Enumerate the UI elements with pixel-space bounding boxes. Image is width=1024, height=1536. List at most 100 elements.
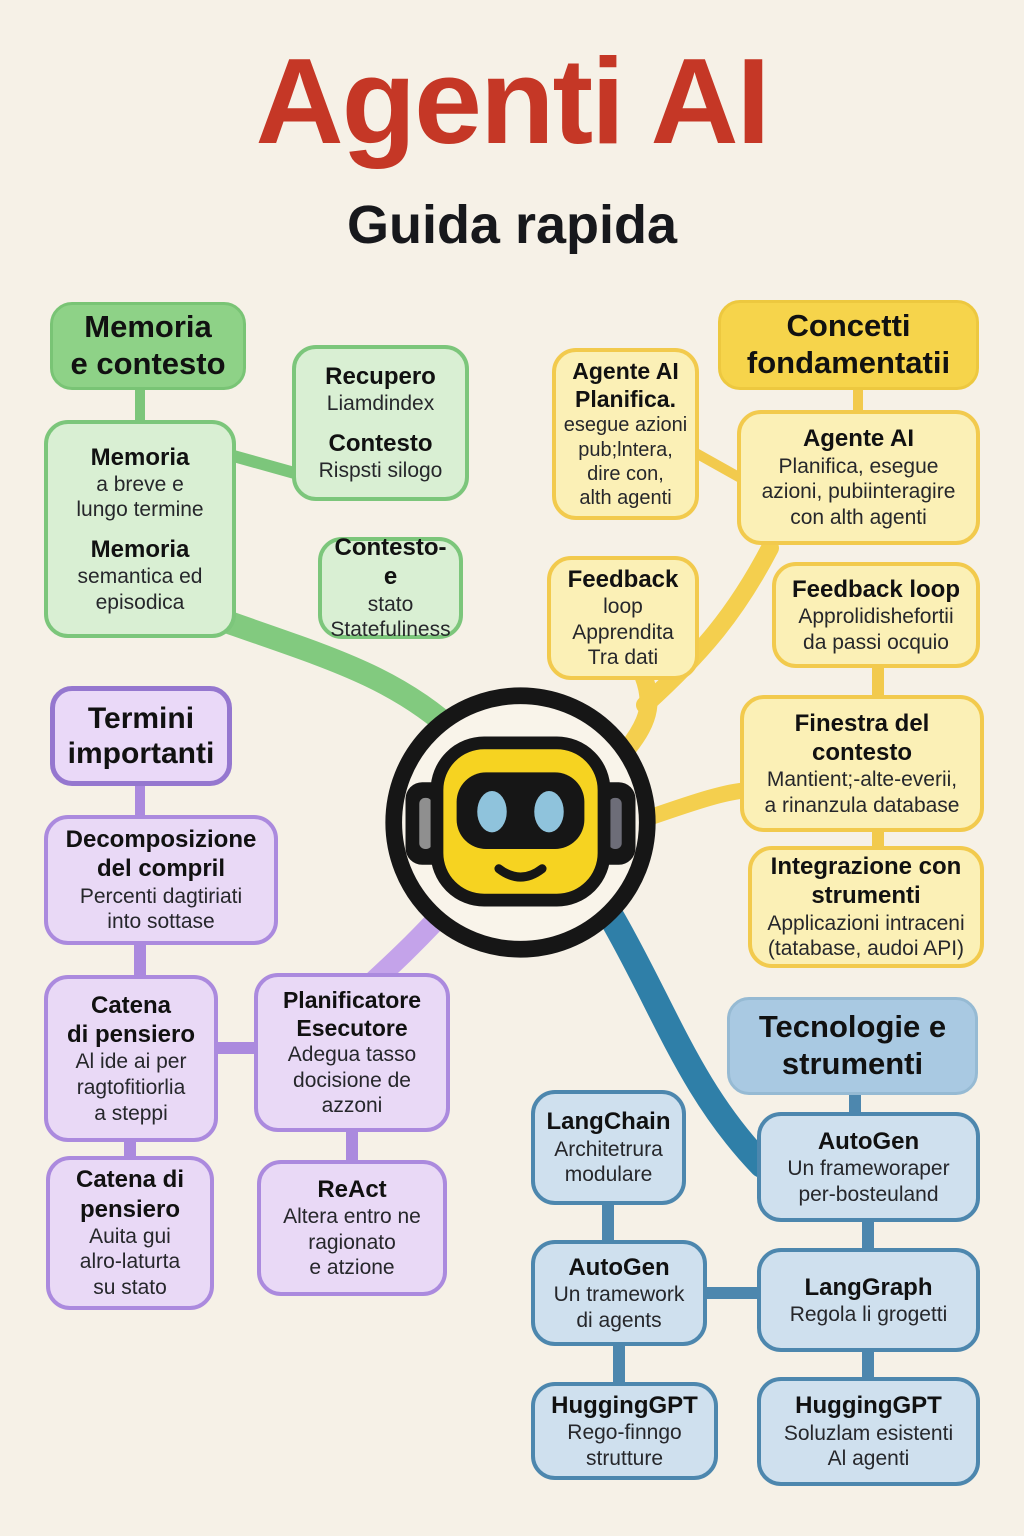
text-line: alro-laturta [79, 1250, 181, 1274]
box-heading: Feedback loop [791, 575, 961, 603]
box-heading: AutoGen [568, 1253, 670, 1281]
text-line: a rinanzula database [764, 793, 960, 817]
box-heading: Memoria [90, 443, 190, 471]
text-line: Un frameworaper [787, 1157, 950, 1181]
header-line: e contesto [70, 346, 226, 381]
text-line: lungo termine [76, 498, 204, 522]
box-heading: Planifica. [575, 386, 676, 413]
section-header-termini: Termini importanti [50, 686, 232, 786]
text-line: Mantient;-alte-everii, [766, 768, 958, 792]
text-line: Tra dati [587, 646, 659, 670]
text-line: per-bosteuland [798, 1182, 939, 1206]
text-line: su stato [93, 1276, 167, 1300]
robot-icon [378, 680, 663, 965]
text-line: con alth agenti [790, 505, 927, 529]
box-heading: Esecutore [296, 1015, 408, 1042]
box-integrazione-strumenti: Integrazione con strumenti Applicazioni … [748, 846, 984, 968]
section-header-memoria: Memoria e contesto [50, 302, 246, 390]
box-heading: HuggingGPT [551, 1391, 698, 1419]
text-line: ragionato [308, 1230, 396, 1254]
box-heading: HuggingGPT [795, 1392, 942, 1420]
box-heading: ReAct [317, 1175, 387, 1203]
box-heading: Memoria [90, 536, 190, 563]
box-heading: Catena [90, 991, 172, 1019]
header-line: Memoria [84, 309, 212, 345]
text-line: into sottase [107, 910, 215, 934]
header-line: Termini [87, 701, 195, 735]
box-planificatore-esecutore: Planificatore Esecutore Adegua tasso doc… [254, 973, 450, 1132]
box-agente-ai-small: Agente AI Planifica. esegue azioni pub;l… [552, 348, 699, 520]
box-langchain: LangChain Architetrura modulare [531, 1090, 686, 1205]
box-feedback-loop-small: Feedback loop Apprendita Tra dati [547, 556, 699, 680]
box-react: ReAct Altera entro ne ragionato e atzion… [257, 1160, 447, 1296]
text-line: da passi ocquio [803, 630, 949, 654]
text-line: azioni, pubiinteragire [761, 480, 956, 504]
box-heading: Finestra del [794, 709, 930, 737]
box-heading: Agente AI [802, 425, 915, 453]
text-line: Soluzlam esistenti [783, 1421, 954, 1445]
box-agente-ai-large: Agente AI Planifica, esegue azioni, pubi… [737, 410, 980, 545]
text-line: strutture [585, 1446, 664, 1470]
text-line: pub;lntera, [578, 438, 673, 461]
section-header-tecnologie: Tecnologie e strumenti [727, 997, 978, 1095]
text-line: episodica [95, 590, 185, 614]
poster-title: Agenti AI [255, 33, 771, 169]
text-line: Rispsti silogo [318, 459, 443, 483]
box-recupero: Recupero Liamdindex Contesto Rispsti sil… [292, 345, 469, 501]
text-line: Architetrura [554, 1137, 663, 1161]
text-line: Applicazioni intraceni [767, 911, 965, 935]
text-line: stato [367, 592, 414, 616]
box-heading: Integrazione con [770, 853, 962, 881]
box-heading: AutoGen [817, 1127, 920, 1155]
text-line: Liamdindex [326, 392, 435, 416]
poster-subtitle: Guida rapida [346, 195, 678, 255]
box-heading: Planificatore [282, 987, 422, 1014]
box-langgraph: LangGraph Regola li grogetti [757, 1248, 980, 1352]
text-line: azzoni [321, 1094, 383, 1118]
text-line: Altera entro ne [283, 1205, 421, 1229]
header-line: importanti [67, 737, 215, 770]
text-line: esegue azioni [563, 414, 688, 437]
box-heading: LangChain [546, 1108, 671, 1136]
box-feedback-loop-large: Feedback loop Approlidishefortii da pass… [772, 562, 980, 668]
text-line: dire con, [587, 463, 664, 486]
text-line: Planifica, esegue [778, 454, 939, 478]
box-heading: Agente AI [572, 358, 679, 385]
section-header-concetti: Concetti fondamentatii [718, 300, 979, 390]
text-line: Adegua tasso [287, 1043, 417, 1067]
text-line: Rego-finngo [567, 1421, 682, 1445]
text-line: Al agenti [827, 1447, 910, 1471]
text-line: Al ide ai per [75, 1050, 187, 1074]
box-heading: del compril [96, 855, 226, 883]
text-line: Regola li grogetti [789, 1302, 948, 1326]
text-line: a steppi [94, 1101, 168, 1125]
box-heading: pensiero [79, 1195, 181, 1223]
box-autogen-2: AutoGen Un tramework di agents [531, 1240, 707, 1346]
text-line: Approlidishefortii [798, 605, 954, 629]
box-catena-pensiero-2: Catena di pensiero Auita gui alro-laturt… [46, 1156, 214, 1310]
text-line: (tatabase, audoi API) [767, 937, 965, 961]
box-heading: di pensiero [66, 1021, 196, 1049]
box-heading: LangGraph [804, 1273, 933, 1301]
box-heading: Contesto [328, 430, 433, 457]
header-line: Concetti [786, 308, 911, 344]
text-line: loop [603, 595, 643, 619]
text-line: Auita gui [89, 1224, 171, 1248]
box-heading: Contesto-e [334, 534, 447, 591]
box-hugginggpt-1: HuggingGPT Rego-finngo strutture [531, 1382, 718, 1480]
text-line: semantica ed [77, 565, 203, 589]
box-heading: Feedback [567, 565, 679, 593]
box-heading: contesto [811, 738, 912, 766]
text-line: ragtofitiorlia [76, 1075, 186, 1099]
box-heading: Recupero [325, 363, 436, 391]
box-autogen-1: AutoGen Un frameworaper per-bosteuland [757, 1112, 980, 1222]
box-heading: strumenti [811, 882, 921, 910]
box-decomposizione: Decomposizione del compril Percenti dagt… [44, 815, 278, 945]
header-line: Tecnologie e [758, 1009, 947, 1045]
text-line: Apprendita [572, 620, 674, 644]
text-line: Statefuliness [330, 618, 451, 642]
box-memoria-termine: Memoria a breve e lungo termine Memoria … [44, 420, 236, 638]
text-line: di agents [576, 1308, 662, 1332]
text-line: Un tramework [553, 1283, 685, 1307]
box-hugginggpt-2: HuggingGPT Soluzlam esistenti Al agenti [757, 1377, 980, 1486]
